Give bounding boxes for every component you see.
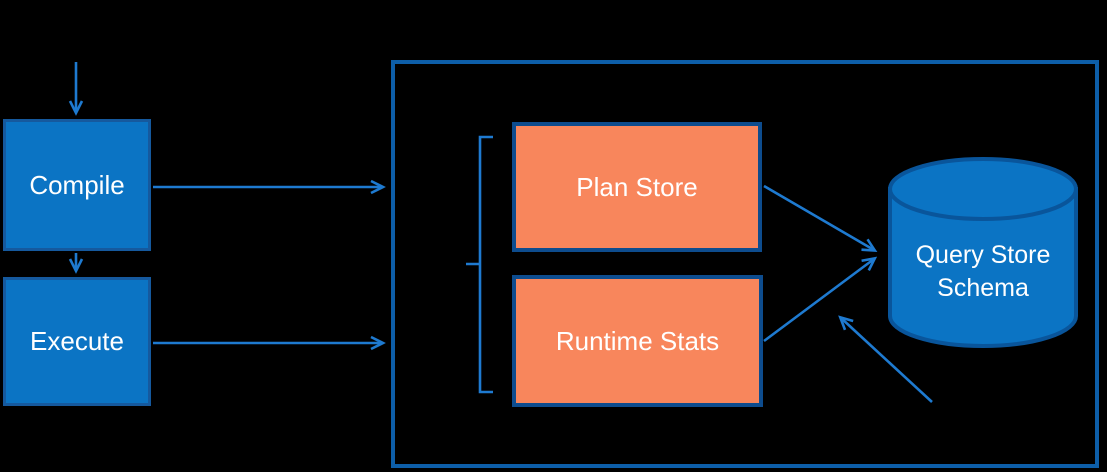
arrow-plan-store-to-schema — [763, 184, 878, 252]
arrow-runtime-stats-to-schema — [763, 256, 878, 343]
execute-label: Execute — [30, 326, 124, 356]
runtime-stats-label: Runtime Stats — [555, 325, 720, 356]
runtime-stats-box: Runtime Stats — [512, 275, 763, 407]
compile-label: Compile — [29, 169, 125, 200]
database-cylinder-icon — [888, 157, 1078, 348]
query-store-schema-label: Query Store Schema — [890, 238, 1076, 306]
execute-box: Execute — [3, 277, 151, 406]
query-store-container-box — [391, 60, 1099, 468]
compile-box: Compile — [3, 119, 151, 251]
plan-store-label: Plan Store — [576, 171, 698, 202]
query-store-schema-label-line1: Query Store — [915, 241, 1051, 269]
query-store-schema-label-line2: Schema — [937, 274, 1029, 302]
brace-icon — [466, 135, 493, 394]
plan-store-box: Plan Store — [512, 122, 762, 252]
arrow-bottom-to-schema-area — [838, 315, 933, 403]
